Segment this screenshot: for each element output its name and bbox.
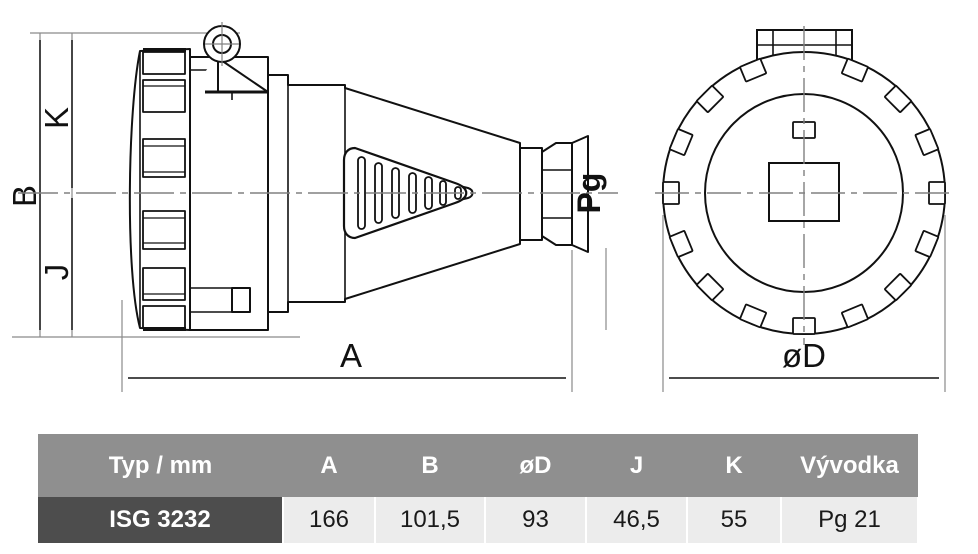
cell-type: ISG 3232: [38, 497, 283, 543]
table-row: ISG 3232 166 101,5 93 46,5 55 Pg 21: [38, 497, 919, 543]
cell-gland: Pg 21: [780, 497, 919, 543]
flange-faces: [143, 48, 186, 331]
front-extension-lines: [662, 215, 946, 392]
table-header-row: Typ / mm A B øD J K Vývodka: [38, 434, 918, 497]
cell-a: 166: [282, 497, 376, 543]
specification-table: Typ / mm A B øD J K Vývodka ISG 3232 166…: [38, 434, 919, 543]
hinge-lug: [203, 22, 269, 94]
cell-d: 93: [484, 497, 587, 543]
dimension-label-diameter: øD: [782, 337, 826, 374]
dimension-a: A: [113, 337, 581, 381]
dimension-k: K: [38, 37, 87, 191]
flange-notch-edges: [143, 85, 185, 295]
dimension-label-b: B: [6, 185, 43, 207]
column-header-gland: Vývodka: [781, 434, 918, 497]
column-header-b: B: [375, 434, 485, 497]
column-header-k: K: [687, 434, 781, 497]
side-section-view: B K J A: [6, 22, 618, 392]
body-step: [231, 287, 251, 313]
dimension-j: J: [38, 195, 87, 333]
column-header-d: øD: [485, 434, 586, 497]
column-header-j: J: [586, 434, 687, 497]
flange-notches: [142, 51, 186, 329]
technical-drawing: B K J A: [6, 22, 954, 392]
dimension-diameter: øD: [654, 337, 954, 381]
column-header-a: A: [283, 434, 375, 497]
column-header-type: Typ / mm: [38, 434, 283, 497]
cell-k: 55: [686, 497, 782, 543]
dimension-label-j: J: [38, 264, 75, 281]
dimension-label-k: K: [38, 107, 75, 129]
dimension-b: B: [6, 37, 55, 333]
cell-j: 46,5: [585, 497, 688, 543]
cell-b: 101,5: [374, 497, 486, 543]
label-pg: Pg: [571, 173, 607, 214]
front-view: øD: [654, 26, 954, 392]
dimension-label-a: A: [340, 337, 362, 374]
housing-outline: [128, 22, 589, 331]
pg-gland: [519, 135, 589, 253]
